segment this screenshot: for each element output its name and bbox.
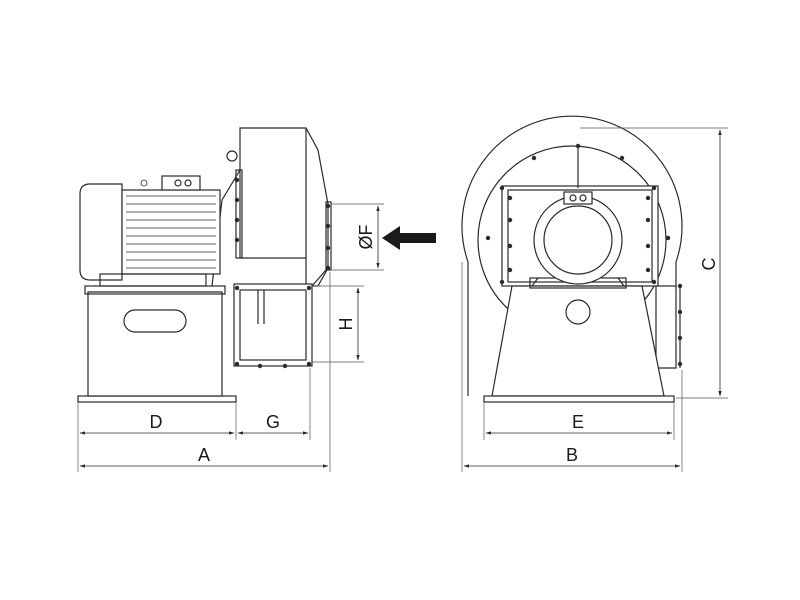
side-view-dimensions: D G A ØF H <box>77 203 384 472</box>
front-base-plate <box>483 395 675 403</box>
dim-label-c: C <box>699 258 719 271</box>
front-view-dimensions: E B C <box>461 127 728 472</box>
dim-label-a: A <box>198 445 210 465</box>
fan-housing-side <box>239 127 329 287</box>
pedestal-slot <box>123 309 187 333</box>
pedestal-hole <box>565 299 591 325</box>
motor-feet <box>99 273 207 287</box>
dim-label-f: ØF <box>356 224 376 249</box>
side-view <box>77 127 332 403</box>
motor-body <box>121 189 221 275</box>
arrow-left-icon <box>382 226 436 250</box>
dim-label-b: B <box>566 445 578 465</box>
lifting-eye <box>226 150 238 162</box>
outlet-front <box>655 285 677 369</box>
front-pedestal <box>491 285 665 397</box>
motor-face-outer <box>533 195 623 285</box>
outlet-flange-side <box>233 283 313 367</box>
motor-end-cap <box>79 183 123 281</box>
dim-label-e: E <box>572 412 584 432</box>
motor-pedestal <box>87 291 223 397</box>
motor-face-inner <box>543 205 613 275</box>
side-base-plate <box>77 395 237 403</box>
dim-label-g: G <box>266 412 280 432</box>
dim-label-d: D <box>150 412 163 432</box>
front-view <box>461 115 683 403</box>
dim-label-h: H <box>336 318 356 331</box>
